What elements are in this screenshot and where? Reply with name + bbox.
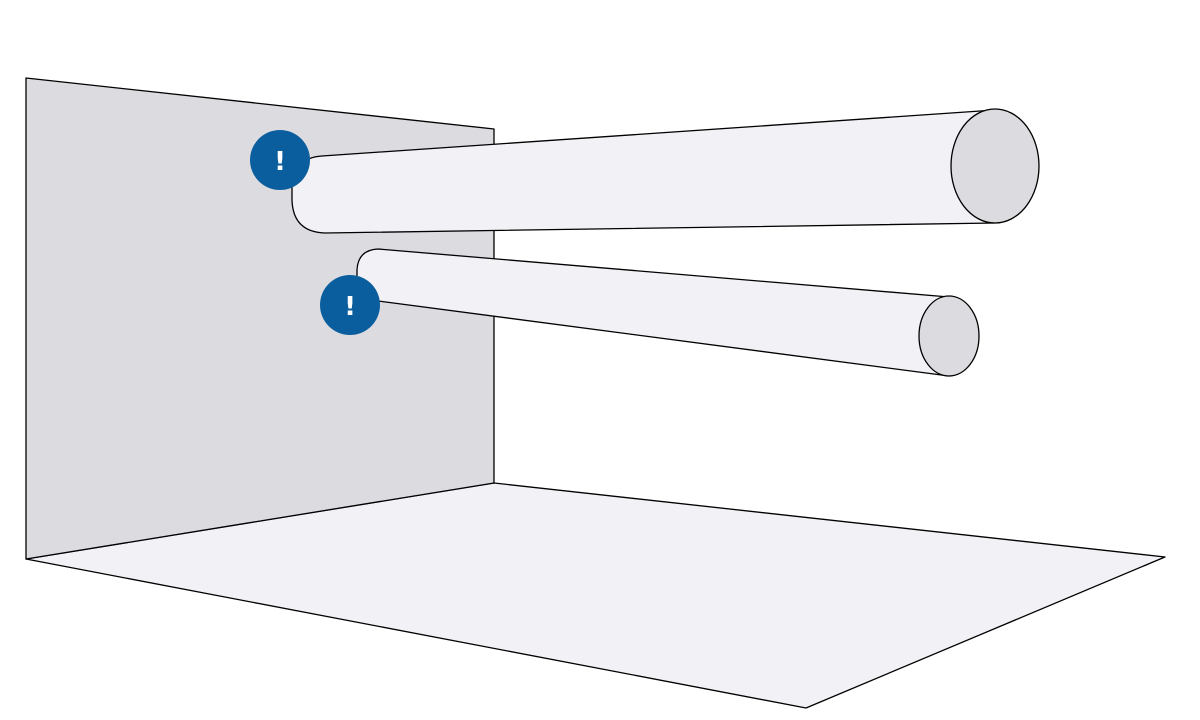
exclamation-icon: ! [344, 292, 356, 322]
warning-marker-upper[interactable]: ! [250, 130, 310, 190]
exclamation-icon: ! [274, 147, 286, 177]
pipe-lower-end [918, 295, 980, 377]
pipe-upper [291, 108, 1040, 234]
warning-marker-lower[interactable]: ! [320, 275, 380, 335]
warning-badge[interactable] [320, 275, 380, 335]
pipe-upper-end [950, 108, 1040, 224]
warning-badge[interactable] [250, 130, 310, 190]
